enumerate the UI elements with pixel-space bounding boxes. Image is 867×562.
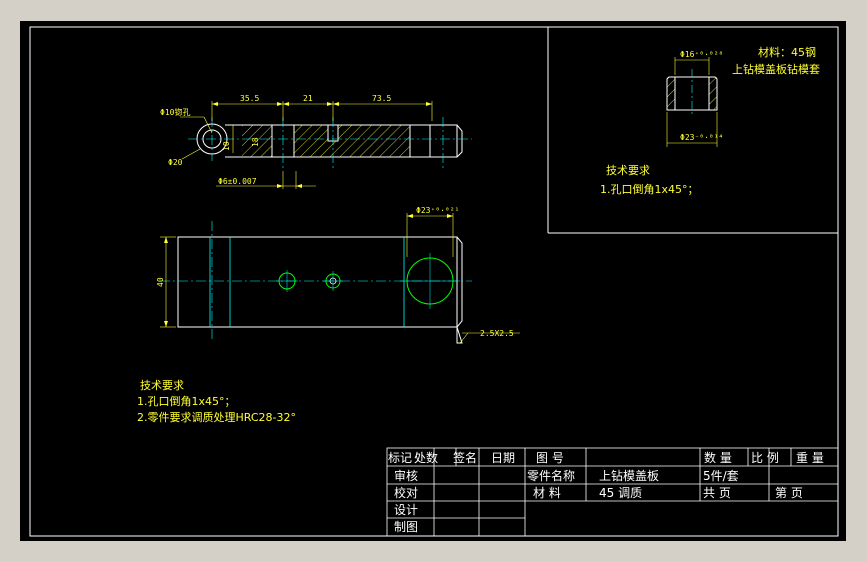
tb-qty-value: 5件/套 <box>703 469 739 483</box>
detail-part-name: 上钻模盖板钻模套 <box>732 62 820 76</box>
title-block-text: 标记 处数 签名 日期 审核 校对 设计 制图 图 号 零件名称 上钻模盖板 材… <box>388 450 824 534</box>
hatch-region-left <box>242 125 272 157</box>
tb-row-review: 审核 <box>394 468 418 483</box>
title-block-grid <box>386 447 839 537</box>
tb-material-label: 材 料 <box>533 486 561 500</box>
dim-chamfer: 2.5X2.5 <box>480 329 514 338</box>
bushing-outline <box>666 76 718 111</box>
top-view-outline <box>225 124 463 158</box>
main-notes: 技术要求 1.孔口倒角1x45°； 2.零件要求调质处理HRC28-32° <box>137 379 296 424</box>
title-block <box>386 447 839 537</box>
dim-phi23-bushing: Φ23⁻⁰·⁰¹⁴ <box>680 133 723 142</box>
top-view: 35.5 21 73.5 Φ10锪孔 Φ20 10 18 Φ6±0.007 <box>160 94 472 189</box>
dim-phi6-tol: Φ6±0.007 <box>218 177 257 186</box>
dim-phi16: Φ16⁺⁰·⁰²⁸ <box>680 50 723 59</box>
tb-part-name-label: 零件名称 <box>527 468 575 483</box>
detail-material: 材料：45钢 <box>758 45 816 59</box>
tb-hdr-sign: 签名 <box>453 450 477 465</box>
dim-counterbore: Φ10锪孔 <box>160 107 190 117</box>
dim-phi23: Φ23⁺⁰·⁰²¹ <box>416 206 459 215</box>
dim-phi20: Φ20 <box>168 158 183 167</box>
tb-row-draw: 制图 <box>394 520 418 534</box>
dim-18: 18 <box>251 137 260 147</box>
dim-10: 10 <box>222 141 231 151</box>
note-line-2: 2.零件要求调质处理HRC28-32° <box>137 411 296 424</box>
tb-hdr-mark: 标记 <box>388 451 412 465</box>
tb-qty-label: 数 量 <box>704 450 732 465</box>
tb-part-name: 上钻模盖板 <box>599 468 659 483</box>
bushing-hatch-left <box>667 77 675 110</box>
tb-hdr-count: 处数 <box>414 450 438 465</box>
tb-row-check: 校对 <box>394 485 418 500</box>
tb-figure-no: 图 号 <box>536 451 564 465</box>
dim-21: 21 <box>303 94 313 103</box>
detail-view: Φ16⁺⁰·⁰²⁸ Φ23⁻⁰·⁰¹⁴ 材料：45钢 上钻模盖板钻模套 技术要求… <box>547 27 838 234</box>
tb-scale-label: 比 例 <box>751 451 779 465</box>
detail-note-1: 1.孔口倒角1x45°； <box>600 183 699 196</box>
cad-drawing: 35.5 21 73.5 Φ10锪孔 Φ20 10 18 Φ6±0.007 <box>29 26 839 537</box>
tb-page-no: 第 页 <box>775 486 803 500</box>
dim-73-5: 73.5 <box>372 94 391 103</box>
tb-hdr-date: 日期 <box>491 451 515 465</box>
hatch-region-mid <box>294 125 410 157</box>
note-line-1: 1.孔口倒角1x45°； <box>137 395 236 408</box>
tb-weight-label: 重 量 <box>796 451 824 465</box>
tb-row-design: 设计 <box>394 503 418 517</box>
bushing-hatch-right <box>709 77 717 110</box>
front-view: 40 Φ23⁺⁰·⁰²¹ 2.5X2.5 <box>156 206 520 344</box>
detail-notes-title: 技术要求 <box>606 164 650 177</box>
drawing-canvas: 35.5 21 73.5 Φ10锪孔 Φ20 10 18 Φ6±0.007 <box>20 21 846 541</box>
front-view-outline <box>177 236 463 344</box>
dim-35-5: 35.5 <box>240 94 259 103</box>
tb-total-pages: 共 页 <box>703 486 731 500</box>
notes-title: 技术要求 <box>140 379 184 392</box>
tb-material-value: 45 调质 <box>599 486 642 500</box>
dim-40: 40 <box>156 277 165 287</box>
